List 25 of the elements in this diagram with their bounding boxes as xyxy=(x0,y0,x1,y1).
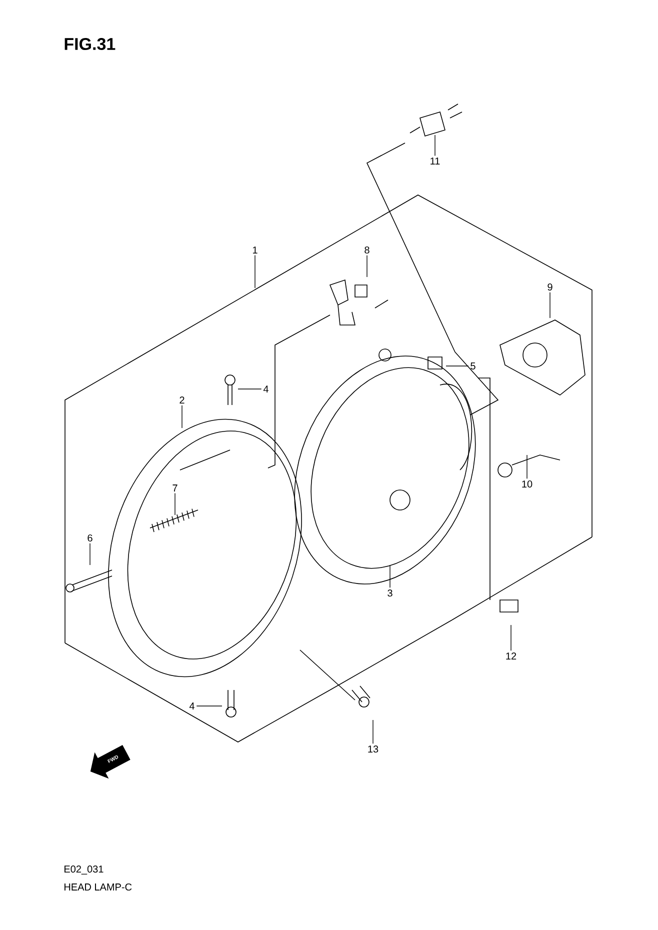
callout-number: 9 xyxy=(548,283,552,291)
callout-number: 10 xyxy=(522,480,532,488)
leader-line xyxy=(366,255,368,278)
leader-line xyxy=(510,624,512,652)
callout-number: 1 xyxy=(252,246,258,254)
callout-number: 11 xyxy=(430,158,440,164)
callout-number: 8 xyxy=(364,246,370,254)
callout-number: 4 xyxy=(189,702,194,710)
drawing-caption: HEAD LAMP-C xyxy=(64,883,132,891)
leader-line xyxy=(372,720,374,744)
callout-number: 6 xyxy=(88,534,92,542)
callout-number: 2 xyxy=(180,396,184,404)
leader-line xyxy=(526,454,528,479)
figure-title: FIG.31 xyxy=(64,38,116,50)
callout-number: 7 xyxy=(172,484,178,492)
leader-line xyxy=(238,388,262,390)
leader-line xyxy=(254,254,256,288)
callout-number: 13 xyxy=(368,745,378,753)
drawing-code: E02_031 xyxy=(64,866,104,874)
callout-number: 5 xyxy=(470,362,476,370)
leader-line xyxy=(174,492,176,516)
callout-number: 3 xyxy=(388,589,392,597)
callout-number: 4 xyxy=(263,386,268,392)
callout-number: 12 xyxy=(506,652,516,660)
leader-line xyxy=(434,134,436,156)
